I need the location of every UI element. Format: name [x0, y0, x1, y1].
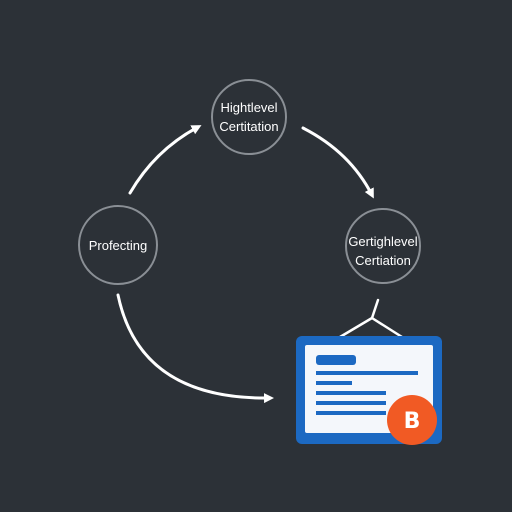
node-left-circle	[78, 205, 158, 285]
node-right-circle	[345, 208, 421, 284]
node-right: Gertighlevel Certiation	[345, 208, 421, 284]
node-right-label-line1: Gertighlevel	[348, 234, 417, 249]
node-left: Profecting	[78, 205, 158, 285]
node-top-label-line2: Certitation	[219, 119, 278, 134]
arrow-top-to-right	[301, 126, 374, 199]
arrow-left-to-top	[128, 125, 202, 195]
document-text-line	[316, 371, 418, 375]
document-text-line	[316, 411, 386, 415]
document-text-line	[316, 401, 386, 405]
document-text-line	[316, 391, 386, 395]
arrow-left-to-document	[116, 293, 274, 404]
document-text-line	[316, 381, 352, 385]
badge-circle	[387, 395, 437, 445]
node-right-label-line2: Certiation	[355, 253, 411, 268]
node-left-label: Profecting	[89, 238, 148, 253]
node-top-circle	[211, 79, 287, 155]
node-top: Hightlevel Certitation	[211, 79, 287, 155]
node-top-label-line1: Hightlevel	[220, 100, 277, 115]
document-title-bar	[316, 355, 356, 365]
certificate-badge-icon: B	[387, 395, 437, 445]
badge-letter: B	[404, 409, 421, 434]
connector-line-b	[370, 316, 404, 339]
